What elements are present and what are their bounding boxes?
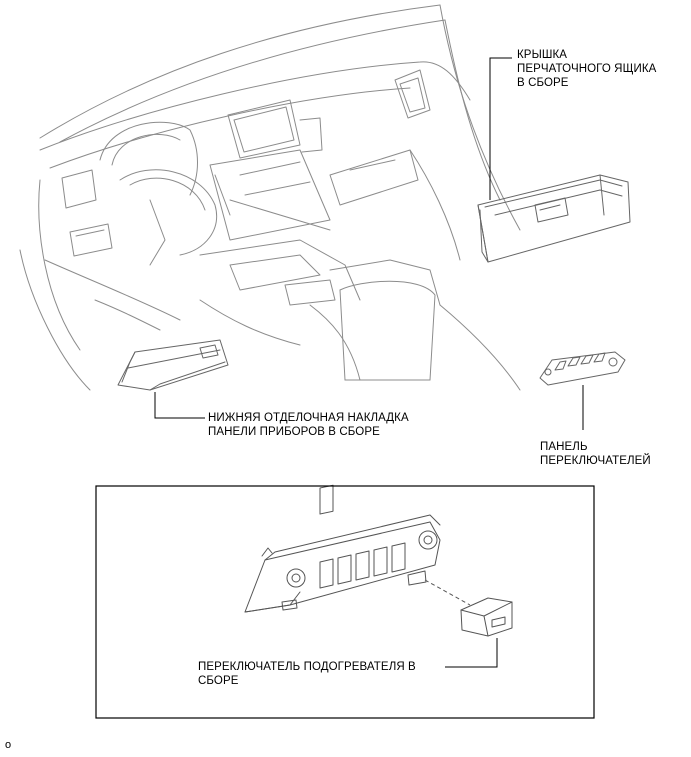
label-line: ПЕРЕКЛЮЧАТЕЛЕЙ	[540, 455, 651, 467]
switch-panel-small-illustration	[539, 351, 626, 386]
lower-finish-panel-illustration	[117, 339, 229, 391]
leader-glove-box	[489, 57, 512, 200]
label-heater-switch: ПЕРЕКЛЮЧАТЕЛЬ ПОДОГРЕВАТЕЛЯ В СБОРЕ	[198, 660, 416, 688]
label-line: ПАНЕЛИ ПРИБОРОВ В СБОРЕ	[208, 426, 380, 438]
label-line: ПЕРЕКЛЮЧАТЕЛЬ ПОДОГРЕВАТЕЛЯ В	[198, 661, 416, 673]
label-switch-panel: ПАНЕЛЬ ПЕРЕКЛЮЧАТЕЛЕЙ	[540, 440, 651, 468]
glove-box-door-illustration	[477, 174, 631, 263]
dashboard-illustration	[19, 4, 521, 391]
label-line: ПЕРЧАТОЧНОГО ЯЩИКА	[517, 63, 657, 75]
label-glove-box-door: КРЫШКА ПЕРЧАТОЧНОГО ЯЩИКА В СБОРЕ	[517, 48, 656, 90]
label-line: В СБОРЕ	[517, 77, 569, 89]
label-line: ПАНЕЛЬ	[540, 441, 588, 453]
label-line: КРЫШКА	[517, 49, 568, 61]
heater-switch-illustration	[460, 597, 513, 637]
label-lower-finish-panel: НИЖНЯЯ ОТДЕЛОЧНАЯ НАКЛАДКА ПАНЕЛИ ПРИБОР…	[208, 411, 409, 439]
label-line: НИЖНЯЯ ОТДЕЛОЧНАЯ НАКЛАДКА	[208, 412, 409, 424]
figure-code: o	[5, 739, 12, 751]
leader-lower-panel	[154, 392, 205, 419]
switch-panel-large-illustration	[244, 484, 441, 613]
leader-heater-switch	[445, 638, 498, 668]
detail-frame	[95, 485, 595, 719]
label-line: СБОРЕ	[198, 675, 239, 687]
connection-dashed-line	[424, 579, 471, 606]
